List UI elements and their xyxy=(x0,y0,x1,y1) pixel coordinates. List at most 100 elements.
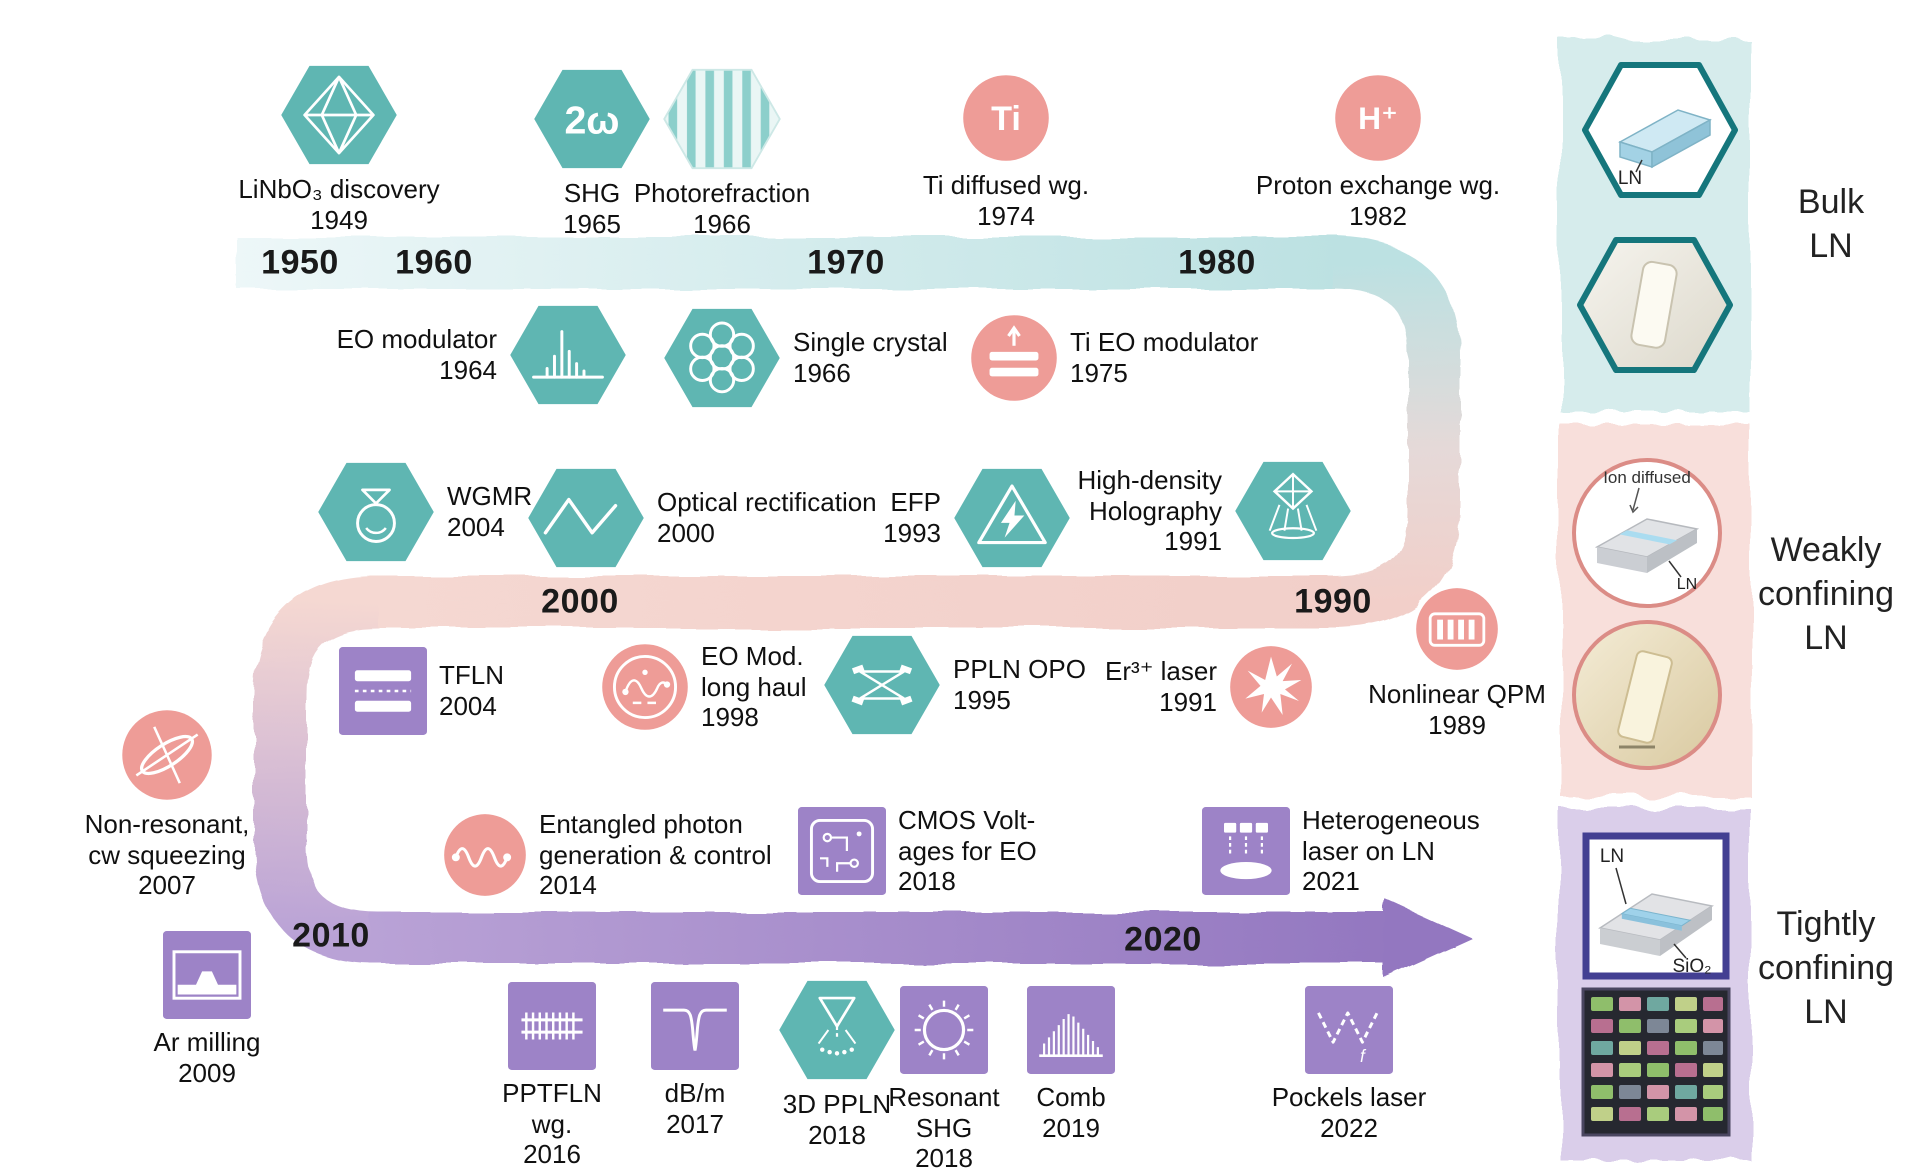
event-heterogeneous-laser: Heterogeneous laser on LN 2021 xyxy=(1202,805,1502,897)
event-caption: Proton exchange wg.1982 xyxy=(1255,170,1501,231)
band-year-1980: 1980 xyxy=(1178,243,1256,282)
ion-diffused-label: Ion diffused xyxy=(1603,468,1691,487)
tightly-confining-chip-photo xyxy=(1581,987,1731,1137)
starburst-icon xyxy=(1230,646,1312,728)
ln-tag: LN xyxy=(1600,846,1624,867)
milled-ridge-icon xyxy=(163,931,251,1019)
bulk-ln-schematic: LN xyxy=(1582,62,1738,198)
frequency-comb-icon xyxy=(1027,986,1115,1074)
event-entangled-photon: Entangled photon generation & control 20… xyxy=(443,809,789,901)
event-caption: PPTFLN wg. 2016 xyxy=(502,1078,602,1170)
laser-writing-icon xyxy=(779,980,895,1080)
event-pptfln-wg: PPTFLN wg. 2016 xyxy=(452,982,652,1170)
band-year-2000: 2000 xyxy=(541,582,619,621)
event-caption: Entangled photon generation & control 20… xyxy=(539,809,772,901)
ti-icon: Ti xyxy=(963,75,1049,161)
band-year-1990: 1990 xyxy=(1294,582,1372,621)
photorefraction-icon xyxy=(663,68,781,170)
ridge-waveguide-schematic: LN SiO₂ xyxy=(1582,832,1730,980)
weakly-confining-photo xyxy=(1572,620,1722,770)
band-year-1970: 1970 xyxy=(807,243,885,282)
svg-text:H⁺: H⁺ xyxy=(1358,100,1398,136)
event-eo-mod-long-haul: EO Mod. long haul 1998 xyxy=(601,641,851,733)
poled-domains-icon xyxy=(1416,588,1498,670)
crystal-icon xyxy=(281,65,397,165)
ln-tag: LN xyxy=(1618,168,1642,189)
ring-resonator-icon xyxy=(900,986,988,1074)
svg-text:Ti: Ti xyxy=(991,100,1021,138)
event-resonant-shg: Resonant SHG 2018 xyxy=(854,986,1034,1172)
event-caption: EO Mod. long haul 1998 xyxy=(701,641,807,733)
resonance-dip-icon xyxy=(651,982,739,1070)
event-cw-squeezing: Non-resonant, cw squeezing 2007 xyxy=(42,709,292,901)
event-caption: High-density Holography 1991 xyxy=(1077,464,1222,557)
event-proton-exchange-wg: H⁺ Proton exchange wg.1982 xyxy=(1253,74,1503,231)
thin-film-stack-icon xyxy=(339,647,427,735)
hetero-laser-icon xyxy=(1202,807,1290,895)
wgmr-resonator-icon xyxy=(318,462,434,562)
h-plus-icon: H⁺ xyxy=(1335,75,1421,161)
sio2-tag: SiO₂ xyxy=(1672,956,1711,977)
circuit-globe-icon xyxy=(602,644,688,730)
photon-wave-icon xyxy=(444,814,526,896)
era-label-tightly: Tightly confining LN xyxy=(1757,905,1895,1032)
timeline-band-path xyxy=(237,237,1472,978)
lightning-warning-icon xyxy=(954,468,1070,568)
pockels-waveform-icon: f xyxy=(1305,986,1393,1074)
chip-array xyxy=(1591,997,1723,1121)
svg-text:2ω: 2ω xyxy=(564,99,619,143)
event-cmos-voltages: CMOS Volt- ages for EO 2018 xyxy=(798,805,1068,897)
event-high-density-holography: High-density Holography 1991 xyxy=(1037,460,1352,562)
grating-waveguide-icon xyxy=(508,982,596,1070)
ln-tag: LN xyxy=(1677,576,1697,593)
event-caption: Resonant SHG 2018 xyxy=(888,1082,1000,1172)
squeezed-ellipse-icon xyxy=(122,710,212,800)
band-year-2020: 2020 xyxy=(1124,920,1202,959)
event-caption: Heterogeneous laser on LN 2021 xyxy=(1302,805,1480,897)
single-crystal-icon xyxy=(664,308,780,408)
spectrum-icon xyxy=(510,305,626,405)
svg-text:f: f xyxy=(1360,1047,1367,1066)
ion-diffused-schematic: Ion diffused LN xyxy=(1572,458,1722,608)
bowtie-cavity-icon xyxy=(824,635,940,735)
arrowhead-icon xyxy=(1384,898,1472,978)
modulator-electrodes-icon xyxy=(971,315,1057,401)
band-year-2010: 2010 xyxy=(292,916,370,955)
holography-projector-icon xyxy=(1235,461,1351,561)
shg-icon: 2ω xyxy=(534,69,650,169)
event-caption: Ti diffused wg.1974 xyxy=(922,170,1090,231)
band-year-1950: 1950 xyxy=(261,243,339,282)
